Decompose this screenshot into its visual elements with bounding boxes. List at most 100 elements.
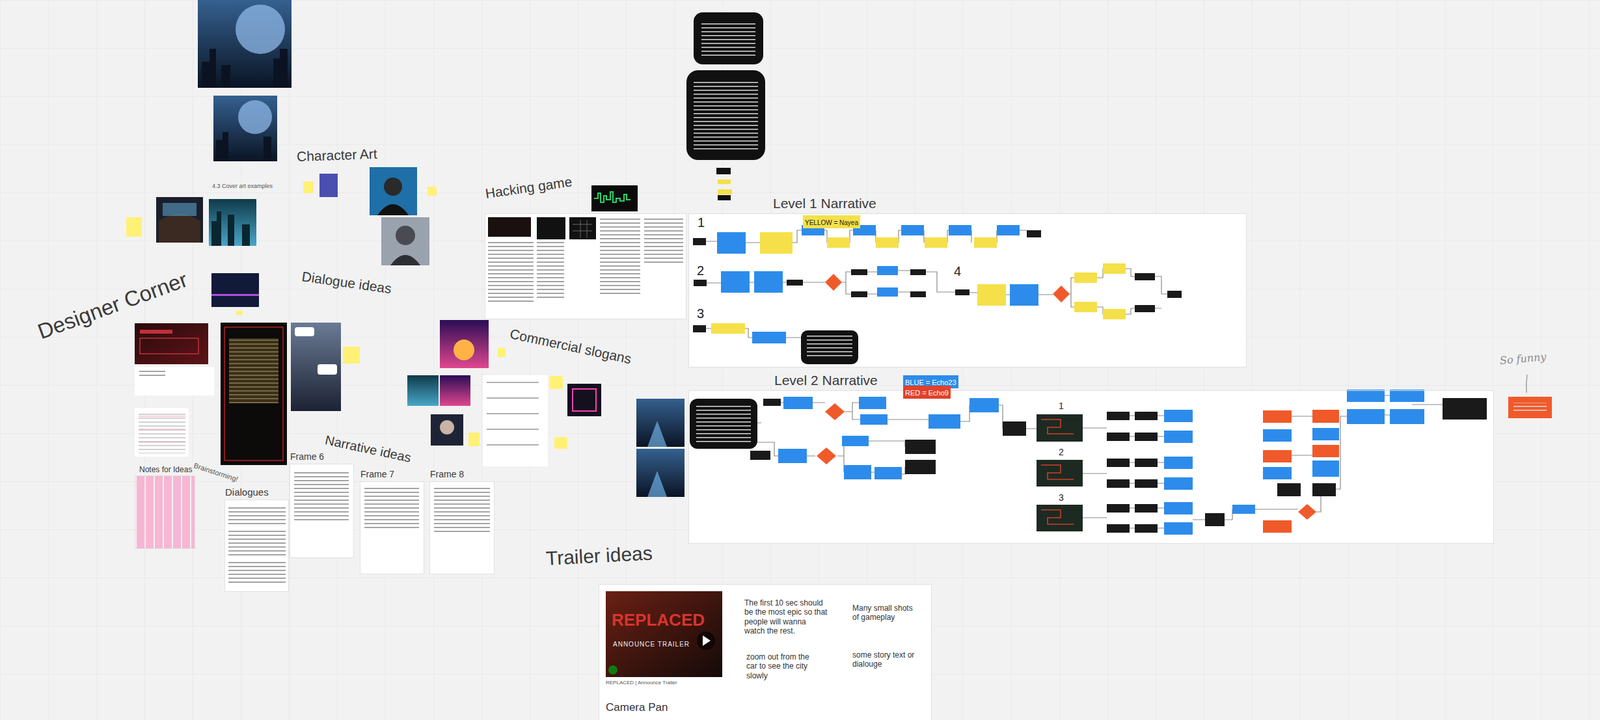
art-image (134, 323, 209, 365)
flow-box (948, 225, 972, 236)
frame-panel: Dialogues (224, 499, 289, 593)
frame-panel: Hacking game (484, 213, 687, 320)
text-lines (536, 240, 565, 300)
flow-box (1134, 504, 1158, 513)
flow-box (1074, 301, 1098, 313)
flow-box (910, 291, 926, 298)
flow-box (1134, 305, 1155, 313)
art-image (383, 177, 403, 196)
flow-box (689, 398, 758, 449)
video-thumbnail (605, 591, 723, 678)
flow-link (1291, 395, 1443, 490)
art-image (229, 338, 279, 404)
flow-box (825, 273, 842, 291)
flow-box (783, 396, 813, 410)
flow-box (924, 237, 948, 248)
frame-title: Level 1 Narrative (772, 195, 877, 212)
board-label: Designer Corner (34, 266, 192, 345)
text-lines (486, 382, 539, 446)
flow-box (1002, 421, 1027, 436)
flow-box (1134, 458, 1158, 468)
flow-box (720, 271, 750, 293)
flow-box (1389, 409, 1425, 425)
flow-box (1312, 445, 1340, 458)
flow-box (754, 271, 783, 293)
flow-box (1134, 273, 1155, 281)
sticky-note (717, 189, 733, 195)
note-card (693, 79, 759, 153)
flow-box (851, 291, 868, 298)
flow-box (1106, 504, 1130, 513)
note-card (701, 20, 756, 58)
text-lines (488, 217, 531, 237)
flow-box (1262, 467, 1292, 480)
art-image (439, 320, 489, 369)
board-label: Camera Pan (605, 701, 668, 715)
art-image (158, 214, 201, 243)
flow-box (1164, 409, 1193, 423)
legend-swatch: YELLOW = Nayea (802, 215, 861, 229)
flow-box (750, 450, 771, 461)
art-image (156, 197, 204, 243)
frame-panel (224, 499, 289, 593)
frame-panel: Level 1 Narrative (688, 213, 1247, 368)
frame-panel (484, 213, 687, 320)
text-lines (294, 471, 349, 524)
board-label: So funny (1499, 350, 1547, 367)
sticky-note (497, 348, 506, 358)
flow-box (1312, 483, 1336, 497)
art-image (439, 420, 455, 435)
board-label: 4 (953, 263, 962, 280)
art-image (139, 338, 199, 354)
flow-box (816, 447, 837, 465)
flow-box (800, 330, 859, 365)
art-image (430, 414, 464, 446)
flow-box (1106, 458, 1130, 468)
flow-box (1106, 411, 1130, 421)
board-label: The first 10 sec should be the most epic… (744, 598, 828, 637)
board-label: 3 (1058, 492, 1064, 504)
frame-title: Trailer ideas (545, 541, 654, 571)
flow-box (827, 237, 850, 248)
flow-box (996, 225, 1020, 236)
flow-box (1134, 411, 1158, 421)
flow-link (706, 268, 1168, 315)
art-image (594, 191, 631, 203)
flow-box (877, 287, 898, 297)
frame-title: Frame 8 (430, 469, 464, 481)
flow-box (1167, 290, 1182, 299)
flow-link (705, 230, 1443, 529)
art-image (139, 329, 173, 334)
frame-panel (289, 463, 354, 559)
note-card (716, 167, 731, 175)
frame-panel (598, 584, 932, 720)
video-thumbnail (696, 631, 716, 651)
flow-box (905, 460, 936, 475)
art-image (381, 217, 430, 266)
sticky-note (342, 346, 360, 364)
text-lines (644, 218, 684, 265)
legend-text: YELLOW = Nayea (804, 219, 859, 227)
sticky-note (427, 186, 437, 196)
flow-box (1262, 429, 1292, 442)
flow-box (877, 266, 898, 276)
flow-box (1036, 414, 1083, 442)
board-label: zoom out from the car to see the city sl… (746, 652, 820, 681)
board-label: Commercial slogans (508, 325, 633, 367)
flow-box (1106, 524, 1130, 533)
flow-box (692, 238, 706, 246)
frame-title: Hacking game (484, 173, 573, 202)
art-image (238, 100, 272, 135)
art-image (211, 294, 259, 297)
text-lines (488, 240, 534, 303)
flow-box (1164, 456, 1193, 470)
board-label: Narrative ideas (324, 432, 414, 466)
art-image (591, 185, 638, 212)
sticky-note (468, 432, 480, 447)
note-card (686, 12, 766, 201)
flow-box (1041, 419, 1074, 525)
sticky-note (126, 217, 142, 237)
video-thumbnail (608, 665, 618, 675)
flow-box (1262, 450, 1292, 463)
video-thumbnail (702, 635, 711, 647)
